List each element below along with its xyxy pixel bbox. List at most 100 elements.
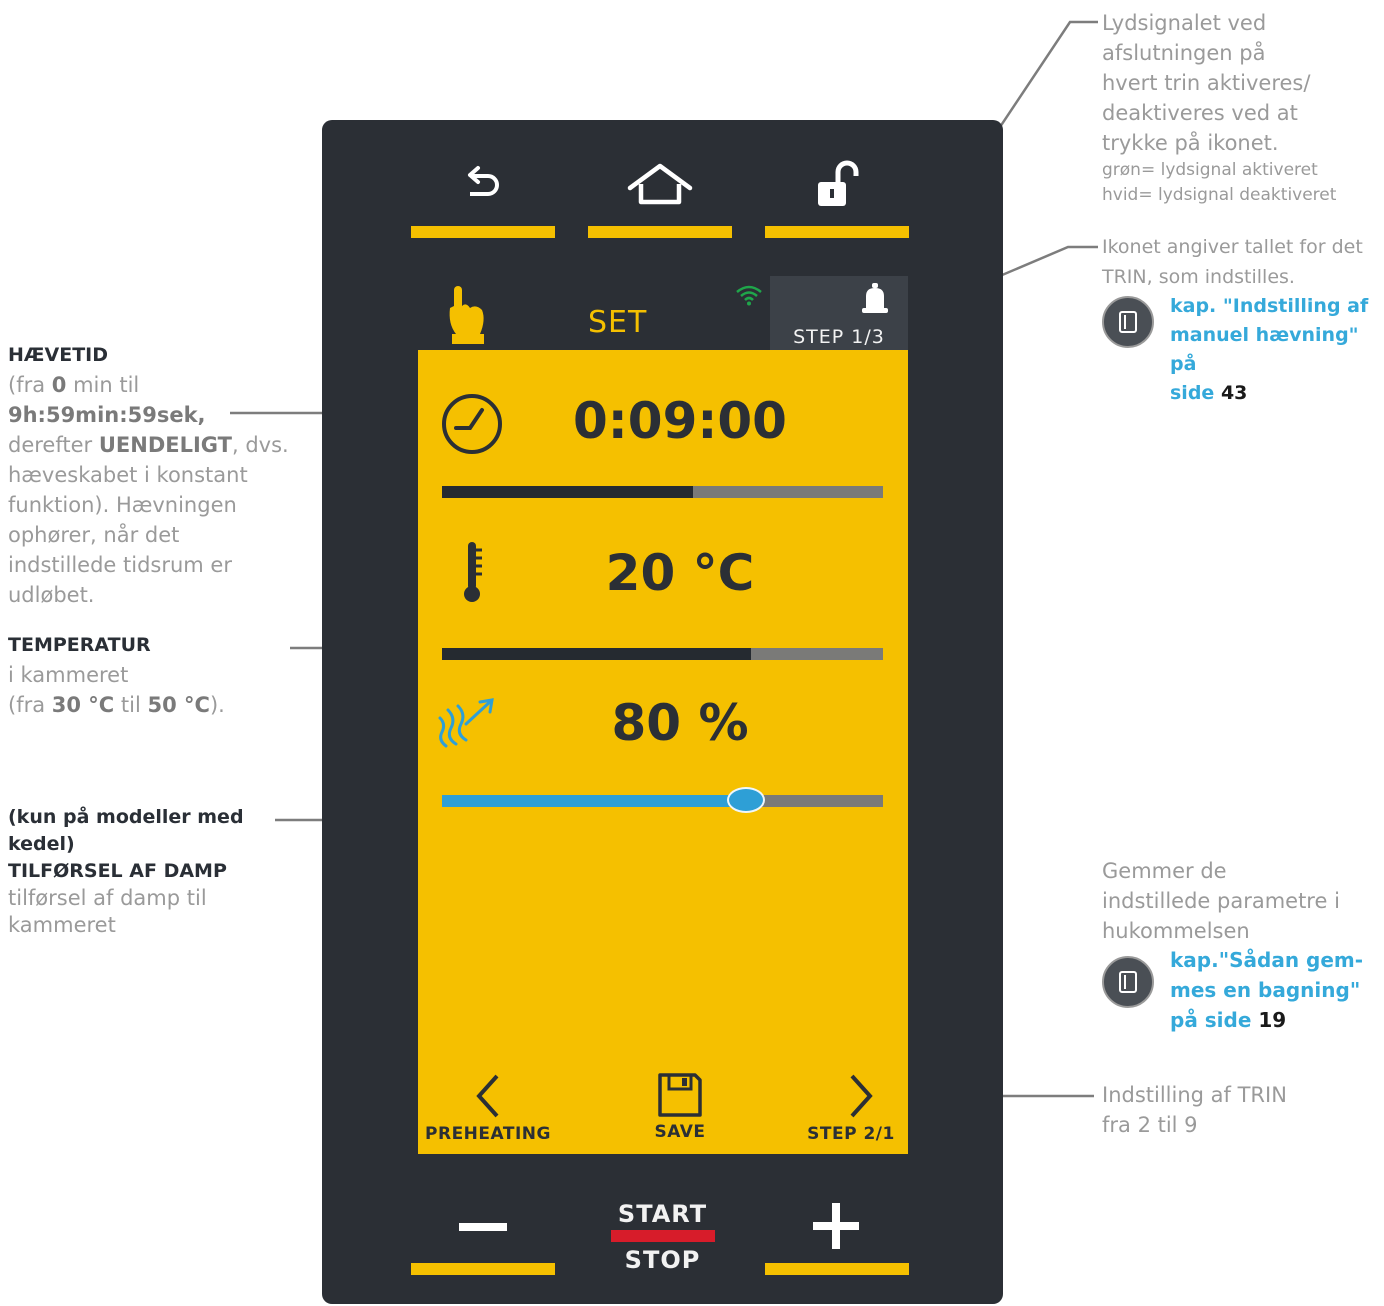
steam-slider-knob[interactable] <box>727 787 766 813</box>
annotation-save-line: Gemmer de <box>1102 859 1227 883</box>
annotation-save: Gemmer de indstillede parametre i hukomm… <box>1102 856 1340 946</box>
annotation-temp-bold: 30 °C <box>51 693 115 717</box>
time-progress-bar <box>442 486 883 498</box>
bell-icon[interactable] <box>860 282 890 318</box>
annotation-step-reference[interactable]: kap. "Indstilling af manuel hævning" på … <box>1170 292 1384 408</box>
annotation-bell: Lydsignalet ved afslutningen på hvert tr… <box>1102 8 1336 208</box>
mode-label: SET <box>588 305 648 340</box>
home-icon <box>627 163 693 205</box>
step-indicator-tab[interactable]: STEP 1/3 <box>770 276 908 350</box>
start-stop-button[interactable]: START STOP <box>600 1200 725 1284</box>
annotation-bell-line: Lydsignalet ved <box>1102 11 1267 35</box>
step-indicator-label: STEP 1/3 <box>793 326 885 348</box>
back-button[interactable] <box>411 158 555 238</box>
annotation-time-text: derefter <box>8 433 99 457</box>
annotation-save-line: indstillede parametre i <box>1102 889 1340 913</box>
annotation-temp-bold: 50 °C <box>147 693 210 717</box>
lock-button[interactable] <box>765 158 909 238</box>
annotation-save-ref-line: mes en bagning" <box>1170 978 1361 1002</box>
annotation-temp-text: til <box>114 693 148 717</box>
save-label: SAVE <box>654 1122 706 1142</box>
annotation-next-line: Indstilling af TRIN <box>1102 1083 1287 1107</box>
plus-button-bar <box>765 1263 909 1275</box>
next-step-button[interactable]: STEP 2/1 <box>806 1072 896 1144</box>
annotation-time-text: ophører, når det <box>8 523 180 547</box>
annotation-time-bold: 0 <box>51 373 67 397</box>
annotation-step-ref-line: kap. "Indstilling af <box>1170 295 1369 317</box>
steam-slider-fill <box>442 795 747 807</box>
minus-button[interactable] <box>411 1185 555 1275</box>
annotation-step-ref-page: 43 <box>1220 382 1248 404</box>
chevron-left-icon <box>476 1074 499 1118</box>
preheating-button[interactable]: PREHEATING <box>424 1072 552 1144</box>
annotation-steam-heading: kedel) <box>8 833 75 855</box>
annotation-bell-small: grøn= lydsignal aktiveret <box>1102 160 1318 180</box>
next-step-label: STEP 2/1 <box>807 1124 895 1144</box>
temperature-progress-bar <box>442 648 883 660</box>
temperature-value[interactable]: 20 °C <box>605 544 755 602</box>
unlock-icon <box>818 160 859 206</box>
clock-icon <box>442 394 502 454</box>
annotation-save-ref-page: 19 <box>1258 1008 1287 1032</box>
stop-label: STOP <box>624 1246 701 1274</box>
lock-button-bar <box>765 226 909 238</box>
annotation-temperature: TEMPERATUR i kammeret (fra 30 °C til 50 … <box>8 630 225 720</box>
annotation-save-reference[interactable]: kap."Sådan gem- mes en bagning" på side … <box>1170 945 1363 1035</box>
annotation-save-ref-line: på side <box>1170 1008 1252 1032</box>
book-icon <box>1102 956 1154 1008</box>
annotation-bell-line: afslutningen på <box>1102 41 1266 65</box>
annotation-temp-text: (fra <box>8 693 52 717</box>
annotation-step-ref-line: side <box>1170 382 1215 404</box>
annotation-time-heading: HÆVETID <box>8 344 109 366</box>
annotation-bell-line: deaktiveres ved at <box>1102 101 1298 125</box>
annotation-next-line: fra 2 til 9 <box>1102 1113 1198 1137</box>
annotation-bell-small: hvid= lydsignal deaktiveret <box>1102 185 1337 205</box>
start-label: START <box>617 1200 708 1228</box>
annotation-save-ref-line: kap."Sådan gem- <box>1170 948 1364 972</box>
annotation-steam: (kun på modeller med kedel) TILFØRSEL AF… <box>8 804 244 939</box>
chevron-right-icon <box>850 1074 873 1118</box>
annotation-time-bold: 9h:59min:59sek, <box>8 403 206 427</box>
annotation-time-text: min til <box>66 373 140 397</box>
annotation-time-text: udløbet. <box>8 583 95 607</box>
annotation-steam-text: tilførsel af damp til <box>8 886 207 910</box>
save-icon <box>658 1073 702 1117</box>
annotation-step-line: Ikonet angiver tallet for det <box>1102 236 1363 258</box>
book-icon <box>1102 296 1154 348</box>
home-button[interactable] <box>588 158 732 238</box>
annotation-step: Ikonet angiver tallet for det TRIN, som … <box>1102 232 1363 292</box>
steam-value[interactable]: 80 % <box>611 694 749 752</box>
time-progress-fill <box>442 486 694 498</box>
annotation-time: HÆVETID (fra 0 min til 9h:59min:59sek, d… <box>8 340 289 610</box>
minus-icon <box>459 1223 507 1231</box>
time-value[interactable]: 0:09:00 <box>573 392 787 450</box>
annotation-temp-heading: TEMPERATUR <box>8 634 151 656</box>
annotation-step-line: TRIN, som indstilles. <box>1102 266 1295 288</box>
preheating-label: PREHEATING <box>425 1124 551 1144</box>
annotation-steam-heading: TILFØRSEL AF DAMP <box>8 860 227 882</box>
hand-icon <box>449 286 484 344</box>
annotation-steam-text: kammeret <box>8 913 116 937</box>
temperature-progress-fill <box>442 648 751 660</box>
annotation-temp-text: ). <box>209 693 225 717</box>
annotation-next-step: Indstilling af TRIN fra 2 til 9 <box>1102 1080 1287 1140</box>
plus-button[interactable] <box>765 1185 909 1275</box>
home-button-bar <box>588 226 732 238</box>
annotation-time-text: , dvs. <box>231 433 289 457</box>
save-button[interactable]: SAVE <box>640 1072 720 1142</box>
steam-icon <box>438 698 494 748</box>
settings-panel <box>418 350 908 1154</box>
steam-slider[interactable] <box>442 787 883 813</box>
annotation-save-line: hukommelsen <box>1102 919 1250 943</box>
annotation-time-text: hæveskabet i konstant <box>8 463 248 487</box>
annotation-steam-heading: (kun på modeller med <box>8 806 244 828</box>
annotation-bell-line: hvert trin aktiveres/ <box>1102 71 1311 95</box>
annotation-temp-text: i kammeret <box>8 663 129 687</box>
annotation-time-text: indstillede tidsrum er <box>8 553 232 577</box>
annotation-time-text: (fra <box>8 373 52 397</box>
back-icon <box>468 166 499 196</box>
back-button-bar <box>411 226 555 238</box>
annotation-bell-line: trykke på ikonet. <box>1102 131 1279 155</box>
minus-button-bar <box>411 1263 555 1275</box>
annotation-step-ref-line: manuel hævning" på <box>1170 324 1359 375</box>
